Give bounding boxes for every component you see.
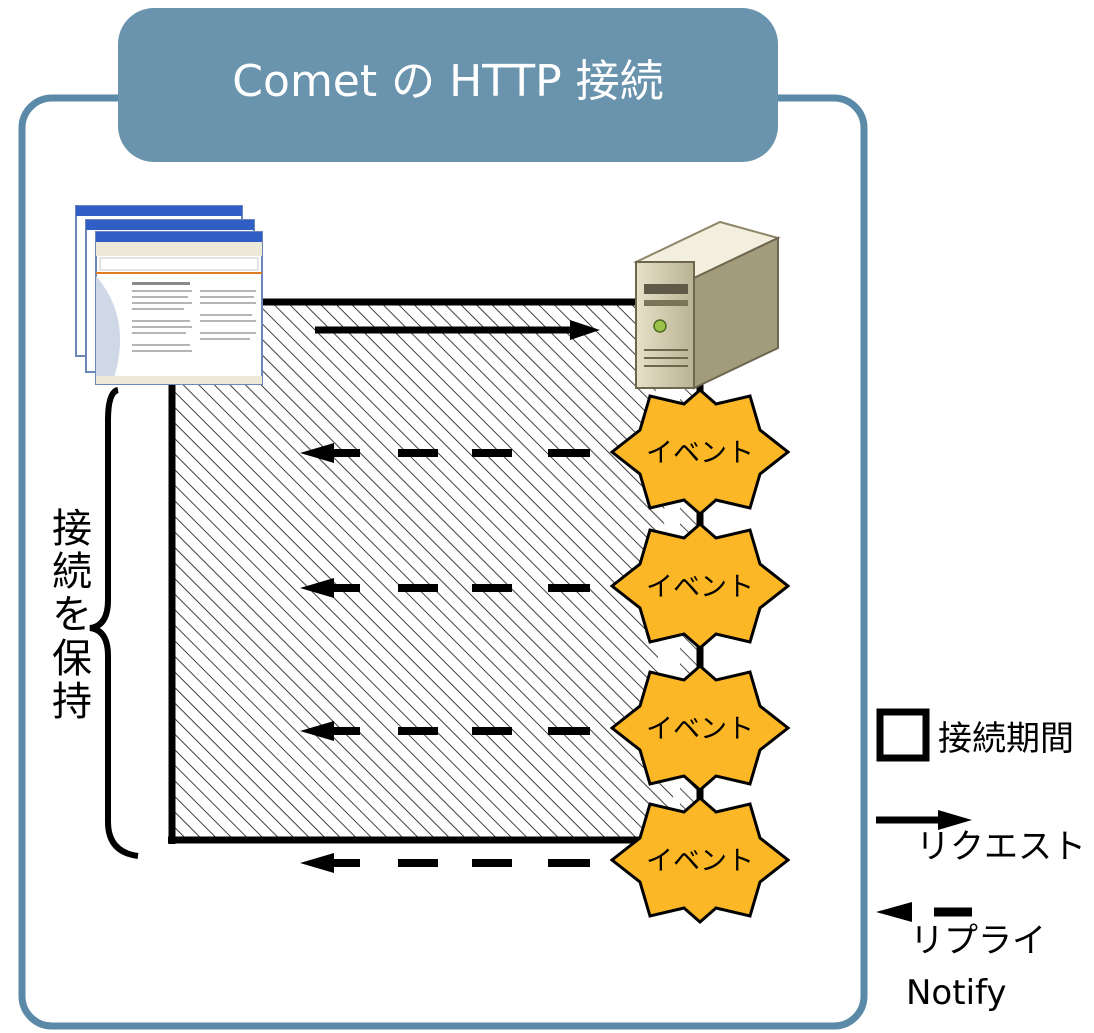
event-burst-1: イベント [609,388,791,516]
event-burst-2: イベント [609,522,791,650]
side-char-5: 持 [52,678,92,725]
side-char-1: 接 [52,506,92,552]
connection-brace [89,387,139,859]
reply-arrow-2 [300,578,590,598]
server-tower-icon [633,220,781,390]
event-label-4: イベント [646,846,754,877]
event-label-3: イベント [646,714,754,745]
reply-arrow-3 [300,721,590,741]
reply-arrow-4 [300,853,590,873]
diagram-title: Comet の HTTP 接続 [232,56,664,107]
reply-arrow-1 [300,443,590,463]
legend-reply-label: リプライ [910,921,1046,961]
event-label-1: イベント [646,438,754,469]
title-tab [118,8,778,162]
event-burst-4: イベント [609,796,791,924]
legend-notify-label: Notify [906,973,1007,1013]
request-arrow [315,320,600,340]
event-label-2: イベント [646,572,754,603]
hold-connection-label: 接 続 を 保 持 [42,506,102,725]
browser-windows-icon [75,205,263,385]
legend-request-label: リクエスト [916,827,1086,867]
legend-period-swatch [876,708,930,762]
side-char-2: 続 [52,549,92,596]
legend-period-label: 接続期間 [938,719,1074,759]
event-burst-3: イベント [609,664,791,792]
side-char-4: 保 [52,635,92,682]
legend-request-arrow [876,810,972,830]
legend-reply-arrow [876,902,972,922]
side-char-3: を [52,592,92,639]
